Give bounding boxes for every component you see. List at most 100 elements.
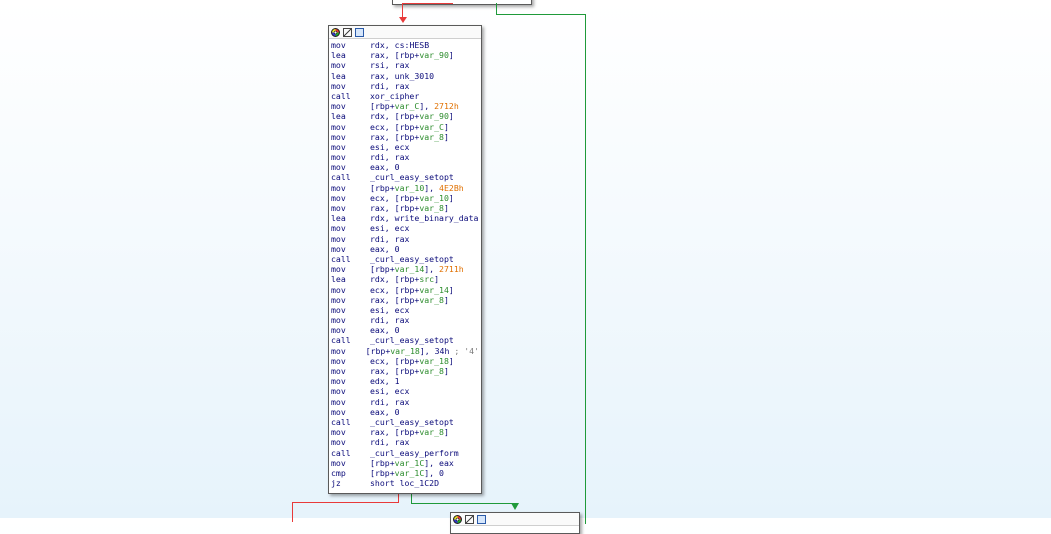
branch-target-block[interactable] [450, 512, 580, 534]
instruction-line[interactable]: mov[rbp+var_1C], eax [331, 458, 479, 468]
mnemonic: mov [331, 264, 346, 275]
instruction-line[interactable]: call_curl_easy_setopt [331, 335, 479, 345]
operand-token[interactable]: _curl_easy_perform [370, 447, 459, 458]
edit-node-icon[interactable] [343, 27, 352, 37]
edit-node-icon[interactable] [465, 514, 474, 524]
operand-token[interactable]: var_C [419, 121, 444, 132]
operands: rax, [rbp+var_8] [370, 203, 449, 213]
operand-token[interactable]: var_14 [419, 284, 449, 295]
operand-token[interactable]: _curl_easy_setopt [370, 172, 454, 183]
operand-token[interactable]: cs:HESB [394, 40, 430, 50]
operands: _curl_easy_setopt [370, 254, 454, 264]
operand-token[interactable]: var_18 [390, 345, 420, 356]
color-marker-icon[interactable] [331, 27, 340, 37]
operand-token: ] [448, 50, 454, 61]
operand-token[interactable]: var_C [394, 101, 420, 112]
operand-token: ] [443, 131, 449, 142]
operand-token[interactable]: _curl_easy_setopt [370, 253, 454, 264]
operand-token[interactable]: xor_cipher [370, 90, 420, 101]
instruction-line[interactable]: call_curl_easy_setopt [331, 417, 479, 427]
operand-token[interactable]: var_1C [394, 467, 425, 478]
instruction-line[interactable]: call_curl_easy_setopt [331, 172, 479, 182]
operand-token[interactable]: var_8 [419, 131, 444, 142]
operand-token[interactable]: var_8 [419, 427, 444, 438]
graph-overview-icon[interactable] [355, 27, 364, 37]
operand-token[interactable]: var_8 [419, 203, 444, 213]
operand-token[interactable]: var_8 [419, 294, 444, 305]
instruction-line[interactable]: cmp[rbp+var_1C], 0 [331, 468, 479, 478]
operand-token: rax [394, 233, 410, 244]
operand-token[interactable]: src [419, 274, 435, 285]
operand-token: rdi [370, 152, 385, 163]
operand-token[interactable]: var_8 [419, 366, 444, 376]
operand-token: rdx [370, 274, 385, 285]
operand-token[interactable]: _curl_easy_setopt [370, 416, 454, 427]
operands: [rbp+var_18], 34h ; '4' [366, 346, 479, 356]
operand-token: esi [370, 304, 385, 315]
operand-token[interactable]: var_90 [419, 111, 449, 122]
instruction-line[interactable]: mov[rbp+var_18], 34h ; '4' [331, 346, 479, 356]
previous-code-block[interactable] [392, 0, 532, 5]
operand-token[interactable]: var_90 [419, 50, 449, 61]
operand-token: + [414, 294, 420, 305]
operand-token[interactable]: var_14 [394, 264, 425, 275]
instruction-line[interactable]: call_curl_easy_setopt [331, 254, 479, 264]
operand-token[interactable]: var_10 [394, 182, 425, 193]
operand-token: , [ [384, 203, 400, 213]
operand-token[interactable]: var_10 [419, 192, 449, 203]
graph-overview-icon[interactable] [477, 514, 486, 524]
operand-token[interactable]: var_18 [419, 355, 449, 366]
color-marker-icon[interactable] [453, 514, 462, 524]
operand-token[interactable]: var_1C [394, 457, 425, 468]
instruction-line[interactable]: mov[rbp+var_14], 2711h [331, 264, 479, 274]
operand-token: edx [370, 376, 385, 387]
operand-token[interactable]: _curl_easy_setopt [370, 335, 454, 346]
operands: rdi, rax [370, 234, 409, 244]
instruction-line[interactable]: mov[rbp+var_C], 2712h [331, 101, 479, 111]
instruction-line[interactable]: call_curl_easy_perform [331, 448, 479, 458]
operand-token[interactable]: unk_3010 [394, 70, 435, 81]
operand-token[interactable]: short loc_1C2D [370, 478, 440, 489]
operand-token: esi [370, 223, 385, 234]
operand-token: , [ [384, 274, 400, 285]
instruction-line[interactable]: mov[rbp+var_10], 4E2Bh [331, 183, 479, 193]
operand-token[interactable]: write_binary_data [394, 213, 479, 224]
operands: rdx, [rbp+var_90] [370, 111, 454, 121]
edge-green-top-horizontal [496, 14, 586, 15]
